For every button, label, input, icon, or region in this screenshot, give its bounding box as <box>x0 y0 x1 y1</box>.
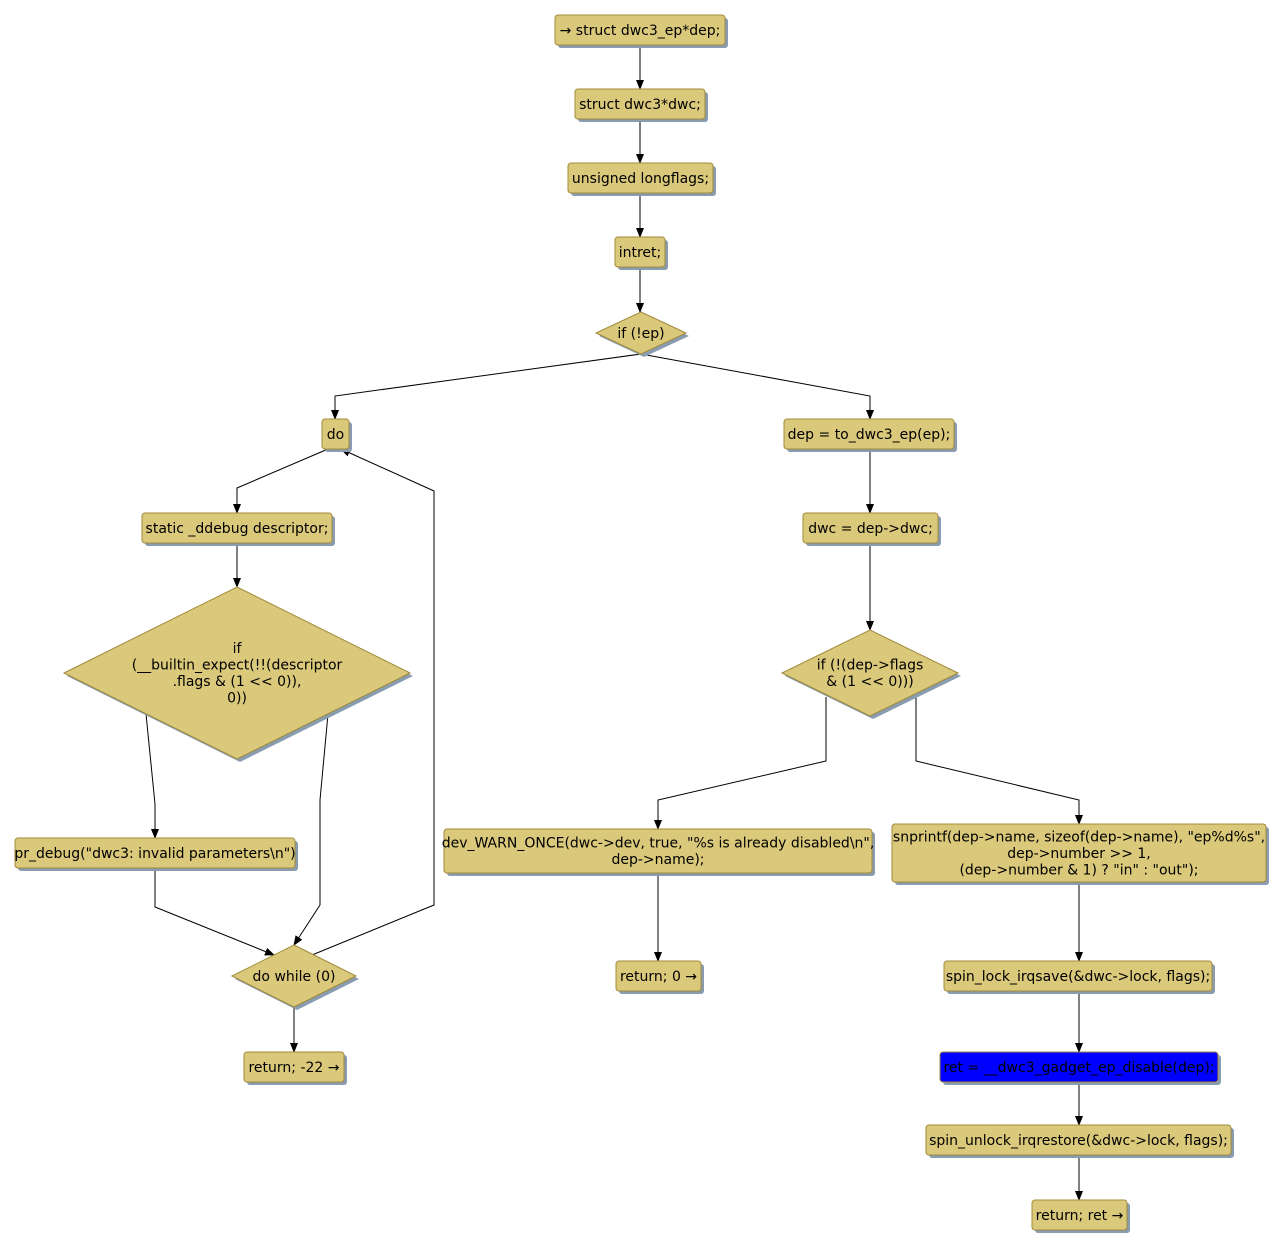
node-shape <box>567 162 714 194</box>
node-shape <box>925 1124 1232 1156</box>
node-decl-dep: → struct dwc3_ep*dep; <box>554 14 728 48</box>
node-label-line: return; 0 → <box>620 969 697 985</box>
node-label-line: if (!(dep->flags <box>817 658 924 674</box>
node-label-line: intret; <box>619 245 662 261</box>
node-dep-assign: dep = to_dwc3_ep(ep); <box>783 418 957 452</box>
decision-shape <box>62 586 412 760</box>
node-shape <box>943 960 1213 992</box>
node-label-line: (__builtin_expect(!!(descriptor <box>132 658 343 674</box>
node-label-line: unsigned longflags; <box>572 171 709 187</box>
edge-if-flags-to-dev-warn <box>654 697 827 830</box>
node-label-line: struct dwc3*dwc; <box>579 97 701 113</box>
edge-do-to-static-descriptor <box>233 448 329 514</box>
node-label-line: spin_lock_irqsave(&dwc->lock, flags); <box>946 969 1210 985</box>
node-shape <box>321 418 350 450</box>
node-label-line: → struct dwc3_ep*dep; <box>560 23 721 39</box>
nodes: → struct dwc3_ep*dep;struct dwc3*dwc; uns… <box>14 14 1269 1233</box>
decision-if-ep: if (!ep) <box>594 311 689 357</box>
edge-if-builtin-to-pr-debug <box>145 713 159 839</box>
node-decl-dwc: struct dwc3*dwc; <box>574 88 708 122</box>
node-label-line: return; ret → <box>1036 1208 1124 1224</box>
decision-shape <box>780 629 960 717</box>
node-spin-lock: spin_lock_irqsave(&dwc->lock, flags); <box>943 960 1215 994</box>
edge-do-while-to-do <box>311 448 435 956</box>
node-pr-debug: pr_debug("dwc3: invalid parameters\n") <box>14 837 298 871</box>
node-shape <box>1031 1199 1128 1231</box>
decision-if-builtin: if(__builtin_expect(!!(descriptor.flags … <box>62 586 413 762</box>
node-label-line: if (!ep) <box>617 326 664 342</box>
edge-if-ep-to-do <box>331 353 642 420</box>
node-label-line: static _ddebug descriptor; <box>146 521 329 537</box>
node-return-0: return; 0 → <box>615 960 704 994</box>
node-label-line: & (1 << 0))) <box>826 674 913 690</box>
decision-if-flags: if (!(dep->flags& (1 << 0))) <box>780 629 961 719</box>
node-decl-flags: unsigned longflags; <box>567 162 716 196</box>
node-label-line: snprintf(dep->name, sizeof(dep->name), "… <box>893 829 1265 845</box>
node-label-line: dwc = dep->dwc; <box>808 521 933 537</box>
node-static-descriptor: static _ddebug descriptor; <box>141 512 335 546</box>
decision-shape <box>594 311 688 355</box>
edges <box>145 45 1083 1201</box>
node-shape <box>891 823 1267 883</box>
node-shape <box>783 418 955 450</box>
node-label-line: .flags & (1 << 0)), <box>173 674 302 690</box>
node-shape <box>243 1051 345 1083</box>
node-decl-ret: intret; <box>614 236 668 270</box>
node-label-line: spin_unlock_irqrestore(&dwc->lock, flags… <box>929 1133 1228 1149</box>
node-do: do <box>321 418 352 452</box>
decision-shape <box>230 944 358 1008</box>
node-dev-warn: dev_WARN_ONCE(dwc->dev, true, "%s is alr… <box>442 828 875 876</box>
node-label-line: if <box>233 641 243 657</box>
node-return-ret: return; ret → <box>1031 1199 1130 1233</box>
node-shape <box>802 512 939 544</box>
node-shape <box>615 960 702 992</box>
node-snprintf: snprintf(dep->name, sizeof(dep->name), "… <box>891 823 1269 885</box>
node-shape <box>939 1051 1219 1083</box>
edge-if-ep-to-dep-assign <box>640 353 874 420</box>
node-shape <box>614 236 666 268</box>
node-shape <box>141 512 333 544</box>
node-label-line: do <box>327 427 344 443</box>
decision-do-while: do while (0) <box>230 944 359 1010</box>
node-label-line: pr_debug("dwc3: invalid parameters\n") <box>14 846 295 862</box>
node-shape <box>574 88 706 120</box>
node-label-line: dep->number >> 1, <box>1007 846 1151 862</box>
node-label-line: (dep->number & 1) ? "in" : "out"); <box>959 862 1198 878</box>
edge-if-flags-to-snprintf <box>915 697 1083 825</box>
edge-if-builtin-to-do-while <box>293 713 329 946</box>
node-shape <box>554 14 726 46</box>
node-shape <box>14 837 296 869</box>
node-return-neg22: return; -22 → <box>243 1051 347 1085</box>
edge-pr-debug-to-do-while <box>154 868 275 956</box>
node-spin-unlock: spin_unlock_irqrestore(&dwc->lock, flags… <box>925 1124 1234 1158</box>
node-label-line: return; -22 → <box>248 1060 339 1076</box>
node-label-line: dep->name); <box>611 852 704 868</box>
node-ret-disable: ret = __dwc3_gadget_ep_disable(dep); <box>939 1051 1221 1085</box>
node-label-line: do while (0) <box>253 969 336 985</box>
node-dwc-assign: dwc = dep->dwc; <box>802 512 941 546</box>
node-shape <box>443 828 873 874</box>
node-label-line: dep = to_dwc3_ep(ep); <box>788 427 951 443</box>
node-label-line: ret = __dwc3_gadget_ep_disable(dep); <box>943 1060 1214 1076</box>
node-label-line: 0)) <box>227 691 247 707</box>
node-label-line: dev_WARN_ONCE(dwc->dev, true, "%s is alr… <box>442 836 875 852</box>
